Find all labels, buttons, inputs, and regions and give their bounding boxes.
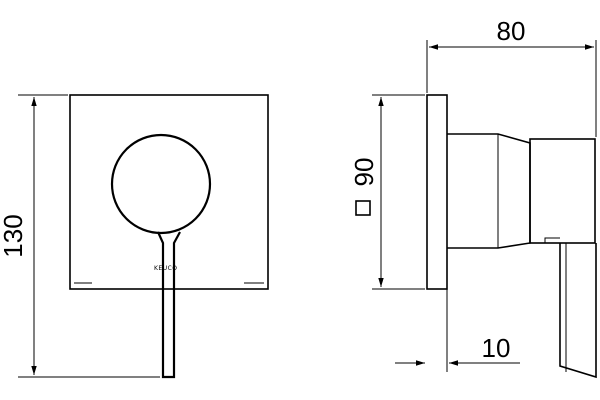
side-lever <box>559 243 597 379</box>
side-handle-head <box>529 138 596 244</box>
depth-dimension: 10 <box>395 289 520 372</box>
width-dimension: 80 <box>426 16 597 137</box>
side-lever-detail <box>544 237 560 243</box>
width-label: 80 <box>497 16 526 46</box>
depth-label: 10 <box>482 333 511 363</box>
side-body <box>447 133 531 249</box>
side-plate <box>426 94 448 290</box>
brand-logo: KEUCO <box>154 265 178 272</box>
height-label: 130 <box>0 214 28 257</box>
height-dimension: 130 <box>0 94 160 378</box>
plate-label: 90 <box>349 158 379 187</box>
front-view: KEUCO <box>69 94 269 379</box>
handle-lever <box>156 231 181 379</box>
square-symbol <box>355 200 371 216</box>
cover-plate <box>69 94 269 290</box>
handle-disc <box>110 133 212 235</box>
plate-dimension: 90 <box>349 94 425 290</box>
side-view <box>426 94 597 379</box>
